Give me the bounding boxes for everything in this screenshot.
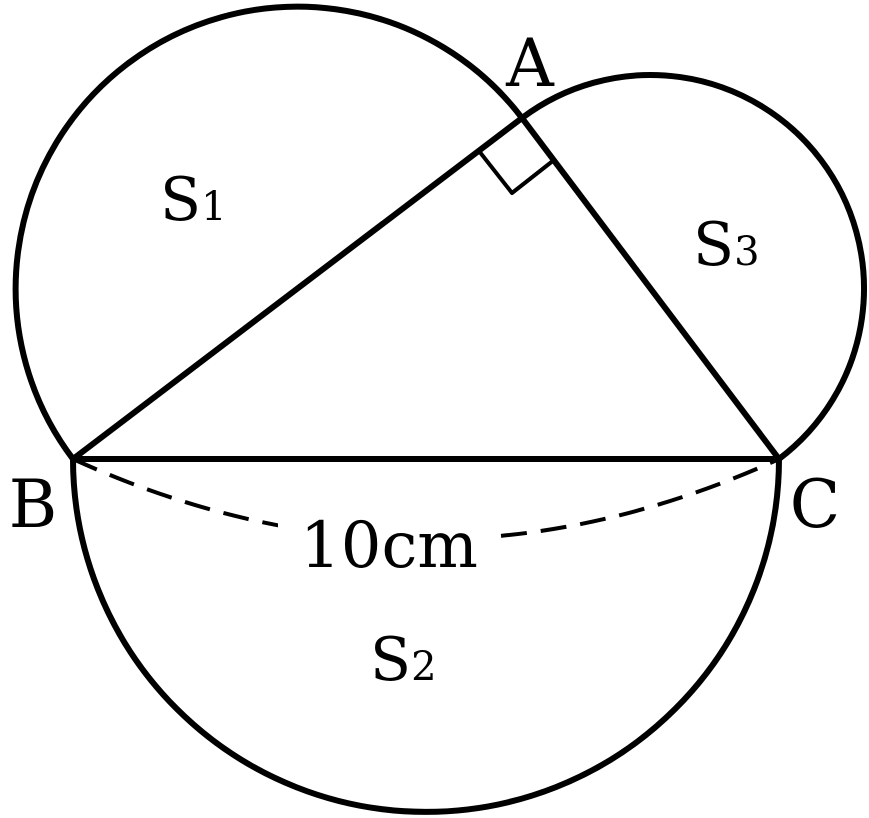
vertex-label-c: C (790, 466, 841, 543)
vertex-label-b: B (9, 466, 58, 543)
region-label-s3: S3 (693, 210, 760, 280)
region-s1-subscript: 1 (201, 184, 226, 230)
region-label-s1: S1 (160, 165, 227, 235)
base-length-label: 10cm (300, 509, 478, 583)
side-ac (519, 116, 782, 461)
region-s3-subscript: 3 (734, 229, 759, 275)
semicircle-bc (70, 458, 782, 815)
region-s2-letter: S (370, 625, 411, 695)
semicircle-ab (12, 3, 525, 461)
semicircle-ac (520, 72, 867, 462)
side-ab (71, 115, 524, 462)
region-s3-letter: S (693, 210, 734, 280)
dimension-label-backing (278, 500, 500, 580)
region-s1-letter: S (160, 165, 201, 235)
right-angle-marker (477, 149, 556, 195)
region-label-s2: S2 (370, 625, 437, 695)
region-s2-subscript: 2 (411, 644, 436, 690)
vertex-label-a: A (505, 25, 555, 102)
